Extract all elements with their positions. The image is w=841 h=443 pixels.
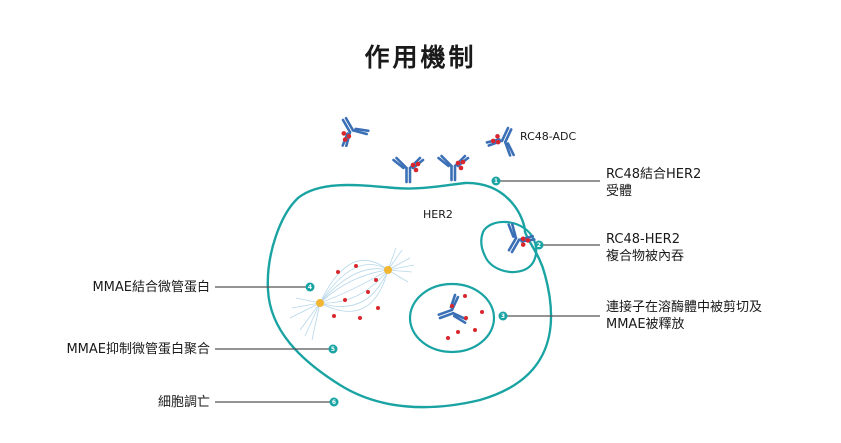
adc-antibody-1 <box>330 110 371 149</box>
antibody-lysosome <box>437 293 468 324</box>
centrosome-left <box>316 299 324 307</box>
mitotic-spindle <box>289 247 415 341</box>
lysosome <box>408 282 496 354</box>
step-4-marker <box>305 282 315 292</box>
step-2-marker <box>534 240 544 250</box>
step-3-label-line2: MMAE被釋放 <box>606 316 685 332</box>
cell-membrane <box>266 181 553 409</box>
step-3-marker <box>498 311 508 321</box>
step-2-label-line2: 複合物被內吞 <box>606 248 684 264</box>
adc-endosome <box>496 221 537 260</box>
centrosome-right <box>384 266 392 274</box>
step-1-number: 1 <box>494 178 498 185</box>
endosome <box>480 220 538 274</box>
mmae-dots-spindle <box>332 264 380 320</box>
adc-label: RC48-ADC <box>520 130 576 143</box>
step-2-label-line1: RC48-HER2 <box>606 232 680 247</box>
adc-antibody-2 <box>484 121 525 159</box>
step-1-marker <box>491 176 501 186</box>
step-4-number: 4 <box>308 284 312 291</box>
mmae-dots-lysosome <box>446 294 484 340</box>
step-5-label: MMAE抑制微管蛋白聚合 <box>66 341 210 357</box>
step-6-marker <box>329 397 339 407</box>
step-1-label-line1: RC48結合HER2 <box>606 167 701 182</box>
step-4-label: MMAE結合微管蛋白 <box>92 279 210 295</box>
step-1-label-line2: 受體 <box>606 184 632 199</box>
step-2-number: 2 <box>537 242 541 249</box>
adc-bound-1 <box>392 156 425 184</box>
adc-bound-2 <box>437 154 470 182</box>
step-3-number: 3 <box>501 313 505 320</box>
step-6-number: 6 <box>332 399 336 406</box>
step-5-marker <box>328 344 338 354</box>
step-5-number: 5 <box>331 346 335 353</box>
page-title: 作用機制 <box>364 43 477 72</box>
her2-label: HER2 <box>423 208 453 221</box>
step-6-label: 細胞調亡 <box>158 395 210 410</box>
step-3-label-line1: 連接子在溶酶體中被剪切及 <box>606 299 762 315</box>
